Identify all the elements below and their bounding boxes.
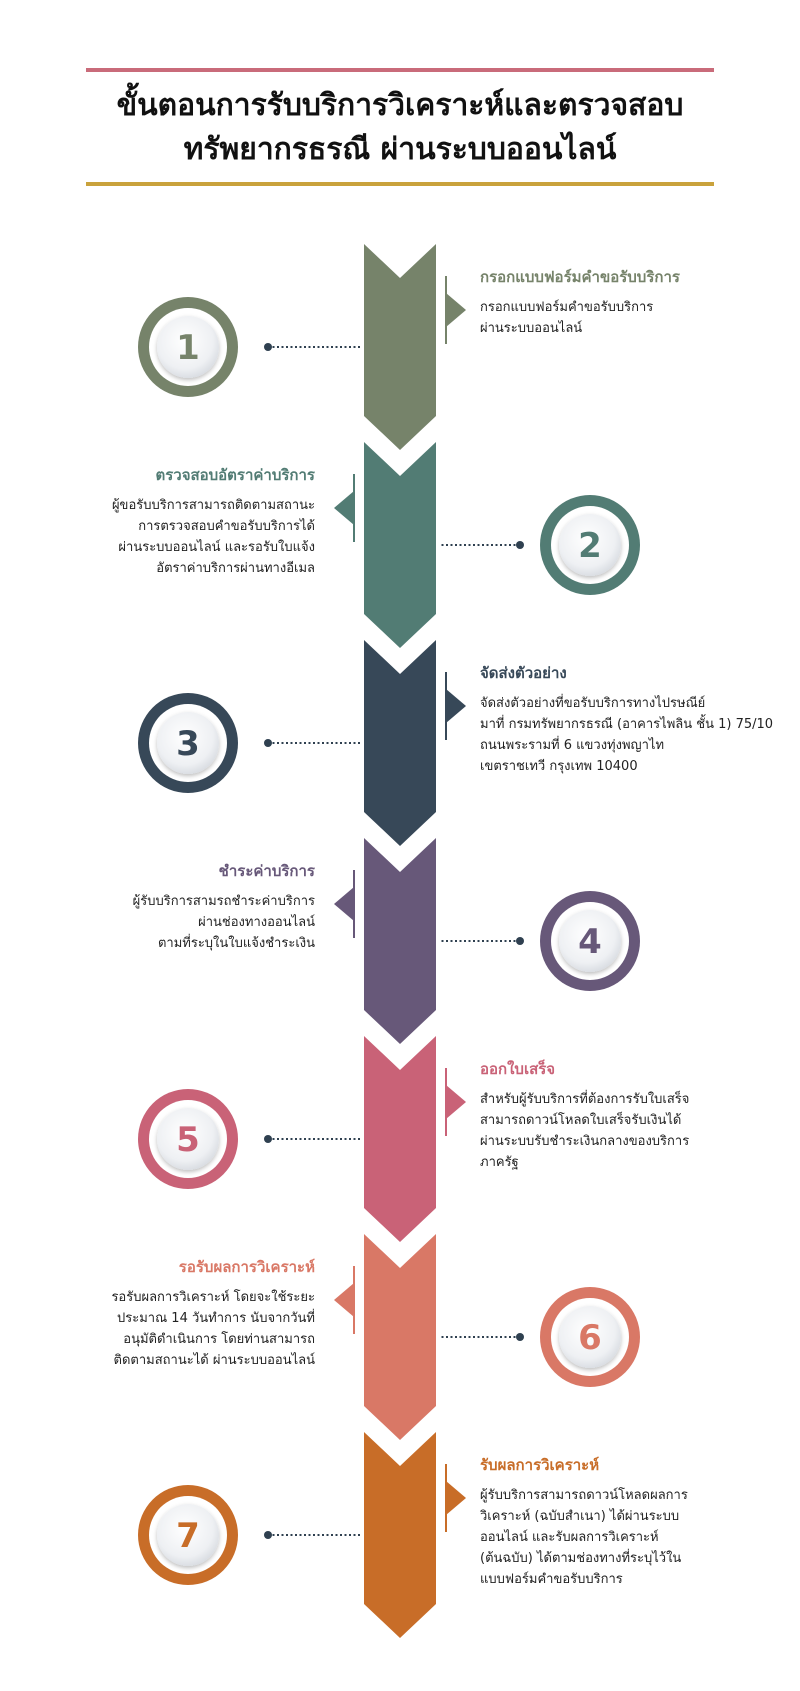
step-1-description: กรอกแบบฟอร์มคำขอรับบริการผ่านระบบออนไลน์ <box>480 297 653 339</box>
step-3-title: จัดส่งตัวอย่าง <box>480 664 567 682</box>
step-4-chevron <box>364 838 436 1044</box>
step-2-description: ผู้ขอรับบริการสามารถติดตามสถานะการตรวจสอ… <box>112 495 315 579</box>
step-3-button <box>157 712 219 774</box>
step-1-number: 1 <box>176 328 200 368</box>
step-2-button <box>559 514 621 576</box>
step-3-pointer <box>446 689 466 723</box>
step-2-description-line: อัตราค่าบริการผ่านทางอีเมล <box>156 561 315 576</box>
step-6-description-line: อนุมัติดำเนินการ โดยท่านสามารถ <box>123 1332 315 1347</box>
step-2-title: ตรวจสอบอัตราค่าบริการ <box>155 466 315 484</box>
step-7-description-line: วิเคราะห์ (ฉบับสำเนา) ได้ผ่านระบบ <box>480 1509 680 1524</box>
step-3-number: 3 <box>176 724 200 764</box>
step-1-title: กรอกแบบฟอร์มคำขอรับบริการ <box>480 268 680 286</box>
step-6-connector-dot <box>516 1333 524 1341</box>
step-5-pointer <box>446 1085 466 1119</box>
step-7-button <box>157 1504 219 1566</box>
step-5-description-line: สำหรับผู้รับบริการที่ต้องการรับใบเสร็จ <box>480 1092 690 1107</box>
step-4-connector-dot <box>516 937 524 945</box>
step-7-chevron <box>364 1432 436 1638</box>
step-4-pointer <box>334 887 354 921</box>
step-5-button <box>157 1108 219 1170</box>
step-1-pointer <box>446 293 466 327</box>
step-2-connector-dot <box>516 541 524 549</box>
step-2-chevron <box>364 442 436 648</box>
step-1-chevron <box>364 244 436 450</box>
step-5-description-line: ภาครัฐ <box>480 1155 519 1170</box>
step-6-button <box>559 1306 621 1368</box>
step-5-chevron <box>364 1036 436 1242</box>
step-7-description-line: ออนไลน์ และรับผลการวิเคราะห์ <box>480 1530 659 1545</box>
step-6-chevron <box>364 1234 436 1440</box>
step-3-connector-dot <box>264 739 272 747</box>
step-7-description: ผู้รับบริการสามารถดาวน์โหลดผลการวิเคราะห… <box>480 1485 688 1590</box>
step-2-description-line: ผ่านระบบออนไลน์ และรอรับใบแจ้ง <box>118 540 315 555</box>
step-6-number: 6 <box>578 1318 602 1358</box>
step-5-description-line: สามารถดาวน์โหลดใบเสร็จรับเงินได้ <box>480 1113 682 1128</box>
step-5-description-line: ผ่านระบบรับชำระเงินกลางของบริการ <box>480 1134 690 1149</box>
step-5-connector-dot <box>264 1135 272 1143</box>
step-4-description: ผู้รับบริการสามรถชำระค่าบริการผ่านช่องทา… <box>133 891 315 954</box>
step-3-description: จัดส่งตัวอย่างที่ขอรับบริการทางไปรษณีย์ม… <box>480 693 773 777</box>
step-7-pointer <box>446 1481 466 1515</box>
step-5-description: สำหรับผู้รับบริการที่ต้องการรับใบเสร็จสา… <box>480 1089 689 1173</box>
title-rule-bottom <box>86 182 714 186</box>
title-rule-top <box>86 68 714 72</box>
step-3-description-line: เขตราชเทวี กรุงเทพ 10400 <box>480 759 638 774</box>
step-7-description-line: แบบฟอร์มคำขอรับบริการ <box>480 1572 623 1587</box>
step-7-description-line: (ต้นฉบับ) ได้ตามช่องทางที่ระบุไว้ใน <box>480 1551 682 1566</box>
step-6-description: รอรับผลการวิเคราะห์ โดยจะใช้ระยะประมาณ 1… <box>111 1287 315 1371</box>
step-1-connector-dot <box>264 343 272 351</box>
step-7-description-line: ผู้รับบริการสามารถดาวน์โหลดผลการ <box>480 1488 688 1503</box>
step-4-number: 4 <box>578 922 602 962</box>
step-6-description-line: ติดตามสถานะได้ ผ่านระบบออนไลน์ <box>113 1353 315 1368</box>
step-6-title: รอรับผลการวิเคราะห์ <box>178 1258 315 1276</box>
step-5-title: ออกใบเสร็จ <box>480 1060 556 1078</box>
step-2-number: 2 <box>578 526 602 566</box>
step-1-description-line: กรอกแบบฟอร์มคำขอรับบริการ <box>480 300 654 315</box>
step-4-button <box>559 910 621 972</box>
step-7-title: รับผลการวิเคราะห์ <box>480 1456 600 1474</box>
step-7-connector-dot <box>264 1531 272 1539</box>
step-3-chevron <box>364 640 436 846</box>
step-2-description-line: ผู้ขอรับบริการสามารถติดตามสถานะ <box>111 498 315 513</box>
step-6-pointer <box>334 1283 354 1317</box>
step-5-number: 5 <box>176 1120 200 1160</box>
step-4-description-line: ผ่านช่องทางออนไลน์ <box>198 915 315 930</box>
page-title-line-2: ทรัพยากรธรณี ผ่านระบบออนไลน์ <box>183 132 617 167</box>
step-4-description-line: ตามที่ระบุในใบแจ้งชำระเงิน <box>157 936 315 951</box>
step-1-description-line: ผ่านระบบออนไลน์ <box>480 321 583 336</box>
step-3-description-line: จัดส่งตัวอย่างที่ขอรับบริการทางไปรษณีย์ <box>480 696 706 711</box>
step-4-title: ชำระค่าบริการ <box>218 862 315 880</box>
step-6-description-line: รอรับผลการวิเคราะห์ โดยจะใช้ระยะ <box>111 1290 315 1305</box>
step-2-pointer <box>334 491 354 525</box>
page-title-line-1: ขั้นตอนการรับบริการวิเคราะห์และตรวจสอบ <box>116 88 684 123</box>
step-2-description-line: การตรวจสอบคำขอรับบริการได้ <box>138 519 315 534</box>
step-4-description-line: ผู้รับบริการสามรถชำระค่าบริการ <box>132 894 315 909</box>
step-3-description-line: ถนนพระรามที่ 6 แขวงทุ่งพญาไท <box>480 738 665 753</box>
step-7-number: 7 <box>176 1516 200 1556</box>
step-1-button <box>157 316 219 378</box>
step-6-description-line: ประมาณ 14 วันทำการ นับจากวันที่ <box>117 1311 315 1326</box>
step-3-description-line: มาที่ กรมทรัพยากรธรณี (อาคารไพลิน ชั้น 1… <box>480 717 774 732</box>
